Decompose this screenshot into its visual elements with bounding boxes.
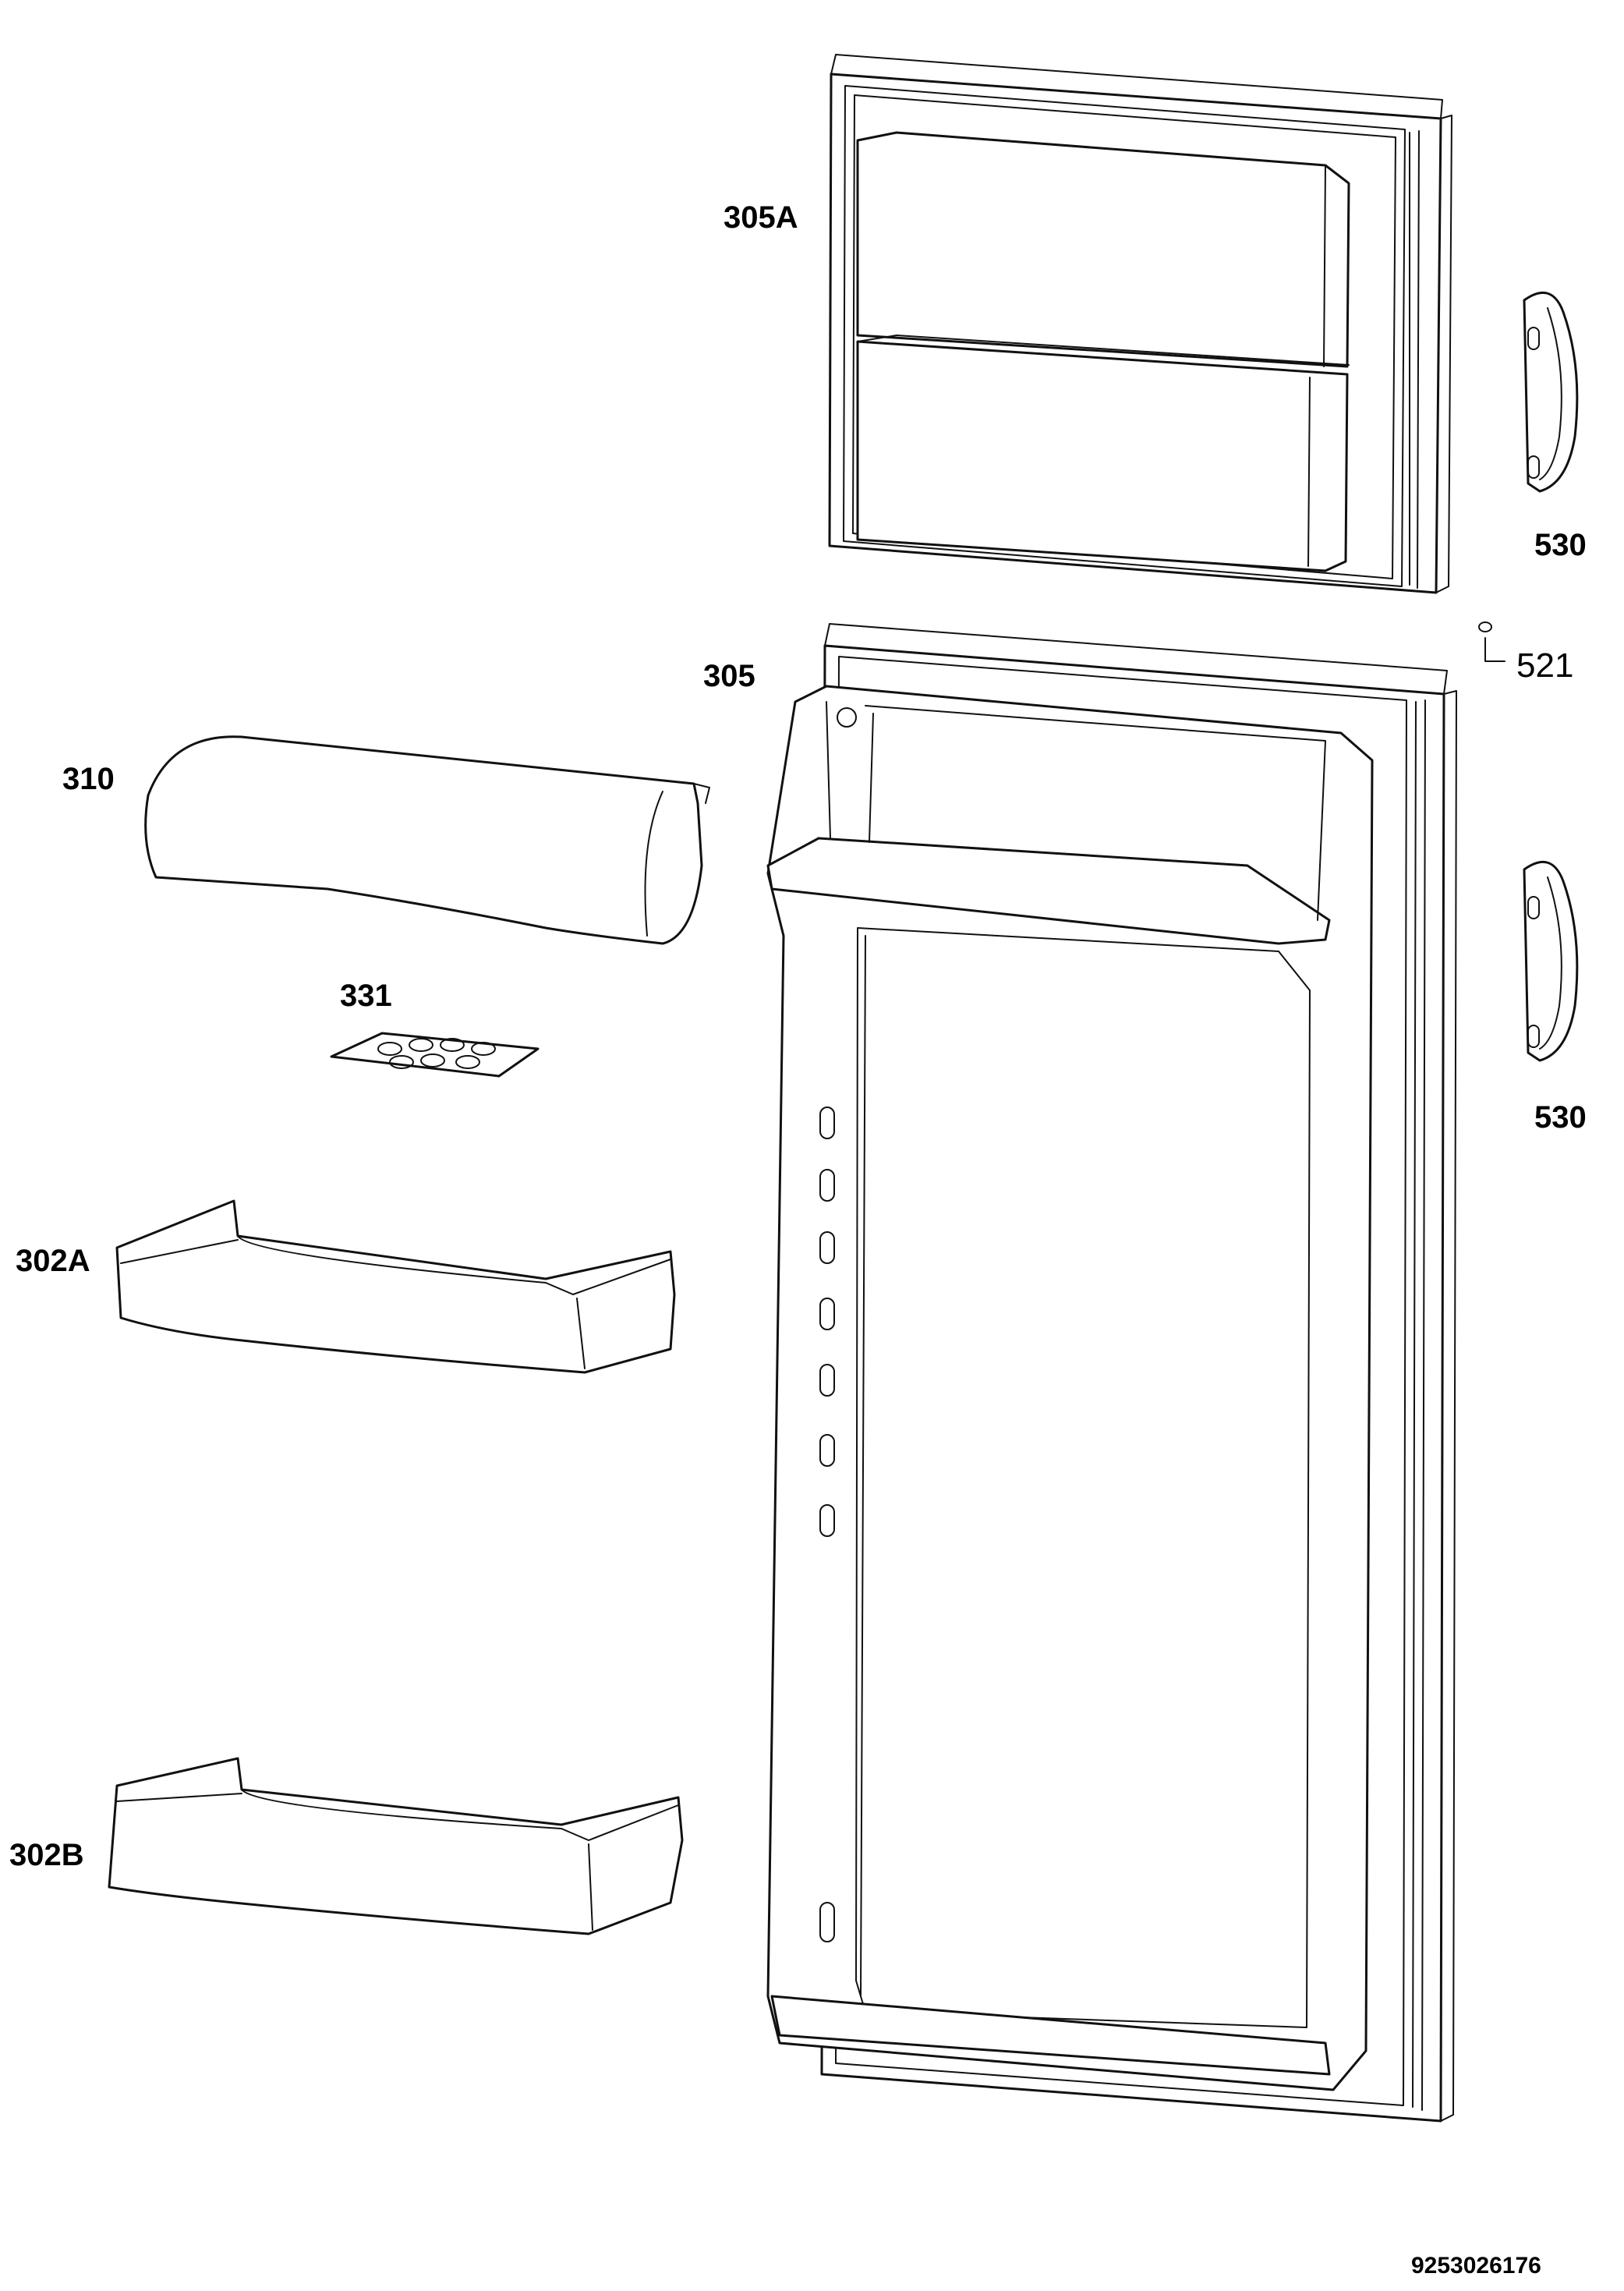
label-331: 331 [340,979,392,1013]
butter-lid-310 [144,735,710,945]
label-305: 305 [703,659,755,693]
shelf-slot-row [819,1107,835,1942]
label-530-lower: 530 [1534,1100,1587,1135]
door-shelf-302A [115,1199,676,1374]
main-door-305 [766,623,1457,2123]
label-310: 310 [62,762,115,796]
door-handle-upper-530 [1523,292,1579,493]
plug-521 [1478,621,1505,662]
door-handle-lower-530 [1523,861,1579,1062]
label-521: 521 [1516,646,1573,685]
egg-tray-331 [330,1032,540,1078]
document-number: 9253026176 [1411,2253,1541,2279]
door-shelf-302B [108,1757,684,1935]
label-302B: 302B [9,1838,84,1872]
freezer-door-305A [828,54,1452,594]
label-305A: 305A [724,200,798,235]
label-530-upper: 530 [1534,528,1587,562]
label-302A: 302A [16,1244,90,1278]
